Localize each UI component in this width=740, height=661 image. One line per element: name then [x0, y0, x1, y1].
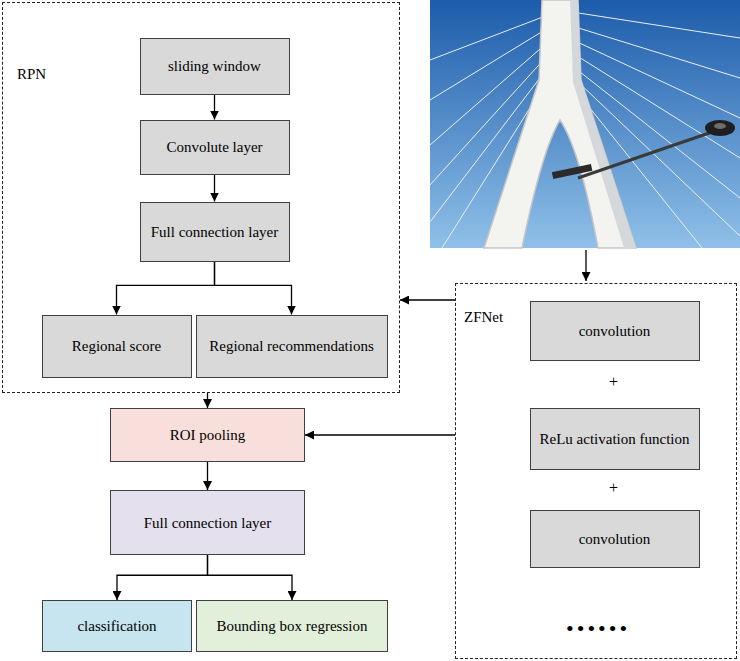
- region-box: RPN sliding windowConvolute layerFull con…: [2, 2, 400, 393]
- process-box: Full connection layer: [110, 490, 305, 555]
- flow-arrow: [207, 393, 208, 408]
- box-label: ReLu activation function: [540, 430, 690, 448]
- input-arrow: [585, 250, 586, 281]
- pooling-box: ROI pooling: [110, 408, 305, 462]
- layer-box: ReLu activation function: [530, 408, 700, 470]
- ellipsis: ••••••: [566, 616, 630, 642]
- output-box: Regional recommendations: [196, 315, 388, 378]
- output-box: classification: [42, 600, 192, 652]
- lamp-head: [705, 120, 735, 136]
- bridge-photo: [430, 0, 740, 248]
- box-label: Convolute layer: [166, 138, 262, 156]
- output-box: Regional score: [42, 315, 192, 378]
- flow-arrow: [214, 95, 215, 120]
- flow-arrow: [117, 262, 215, 315]
- cable: [572, 26, 740, 78]
- box-label: Regional recommendations: [209, 337, 374, 355]
- cable: [573, 40, 740, 118]
- process-box: Full connection layer: [140, 202, 290, 262]
- process-box: Convolute layer: [140, 120, 290, 175]
- flow-arrow: [214, 175, 215, 202]
- lamp-bracket: [552, 164, 593, 179]
- lamp-light: [714, 123, 726, 129]
- box-label: Regional score: [72, 337, 162, 355]
- flow-arrow: [305, 434, 455, 435]
- box-label: ROI pooling: [170, 426, 245, 444]
- flow-arrow: [208, 555, 293, 600]
- box-label: convolution: [579, 322, 651, 340]
- bridge-tower: [484, 0, 636, 248]
- cable: [430, 15, 548, 60]
- layer-box: convolution: [530, 510, 700, 568]
- box-label: Full connection layer: [144, 514, 271, 532]
- flow-arrow: [207, 462, 208, 490]
- flow-arrow: [400, 299, 455, 300]
- sky: [430, 0, 740, 248]
- region-box: ZFNetconvolutionReLu activation function…: [455, 283, 737, 659]
- flow-arrow: [117, 555, 208, 600]
- flow-arrow: [215, 262, 292, 315]
- box-label: Full connection layer: [151, 223, 278, 241]
- lamp-pole: [578, 132, 712, 178]
- box-label: convolution: [579, 530, 651, 548]
- plus-sign: +: [609, 372, 618, 391]
- box-label: Bounding box regression: [217, 617, 368, 635]
- process-box: sliding window: [140, 38, 290, 95]
- box-label: classification: [77, 617, 156, 635]
- group-label: RPN: [17, 65, 46, 83]
- cable: [430, 28, 548, 100]
- layer-box: convolution: [530, 301, 700, 361]
- plus-sign: +: [609, 478, 618, 497]
- tower-shade: [570, 0, 636, 248]
- box-label: sliding window: [168, 57, 261, 75]
- group-label: ZFNet: [464, 308, 503, 326]
- output-box: Bounding box regression: [196, 600, 388, 652]
